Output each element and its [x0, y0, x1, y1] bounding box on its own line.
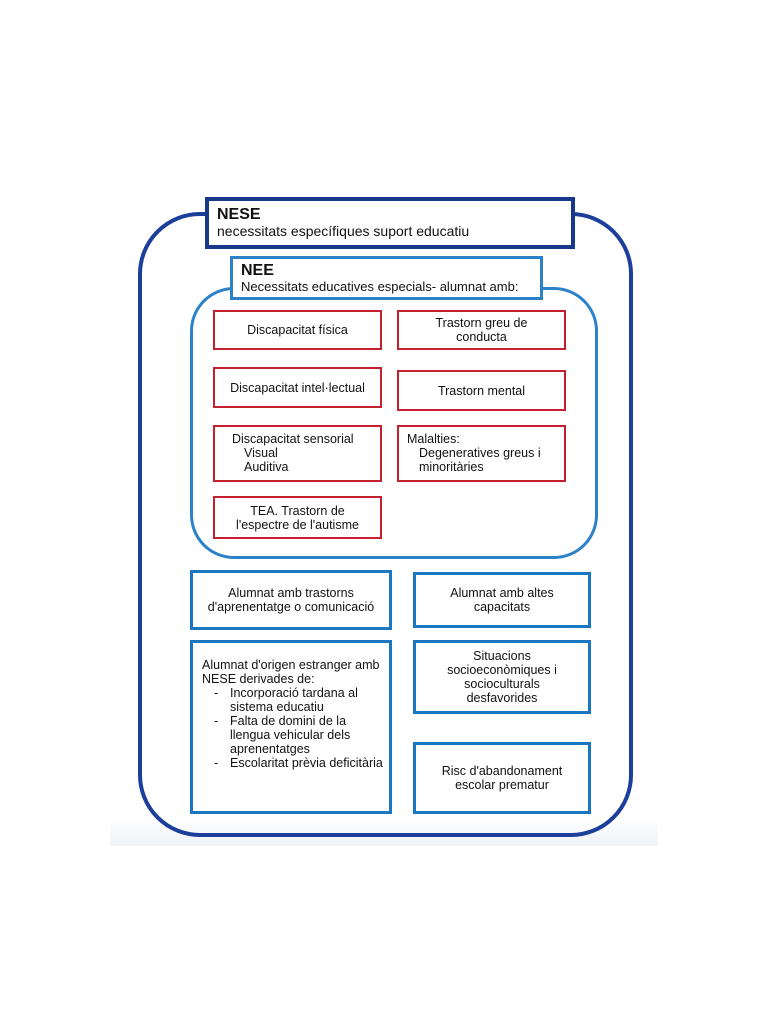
- alumnat-estranger-box: Alumnat d'origen estranger amb NESE deri…: [190, 640, 392, 814]
- nee-subtitle: Necessitats educatives especials- alumna…: [241, 279, 519, 294]
- tea-label: TEA. Trastorn de l'espectre de l'autisme: [236, 503, 359, 532]
- discapacitat-sensorial-label: Discapacitat sensorial: [232, 432, 354, 446]
- bottom-shadow: [110, 818, 658, 846]
- sensorial-visual-label: Visual: [244, 446, 278, 460]
- trastorns-aprenentatge-label: Alumnat amb trastorns d'aprenentatge o c…: [207, 586, 375, 614]
- situacions-socioeconomiques-box: Situacions socioeconòmiques i sociocultu…: [413, 640, 591, 714]
- malalties-box: Malalties: Degeneratives greus i minorit…: [397, 425, 566, 482]
- list-item: Escolaritat prèvia deficitària: [214, 756, 385, 770]
- trastorns-aprenentatge-box: Alumnat amb trastorns d'aprenentatge o c…: [190, 570, 392, 630]
- malalties-label: Malalties:: [407, 432, 460, 446]
- nese-title: NESE: [217, 206, 261, 223]
- risc-abandonament-box: Risc d'abandonament escolar prematur: [413, 742, 591, 814]
- trastorn-mental-label: Trastorn mental: [437, 383, 526, 398]
- nee-title-box: NEE Necessitats educatives especials- al…: [230, 256, 543, 300]
- nee-title: NEE: [241, 262, 274, 279]
- discapacitat-intellectual-box: Discapacitat intel·lectual: [213, 367, 382, 408]
- situacions-socioeconomiques-label: Situacions socioeconòmiques i sociocultu…: [447, 649, 557, 705]
- trastorn-mental-box: Trastorn mental: [397, 370, 566, 411]
- altes-capacitats-label: Alumnat amb altes capacitats: [450, 586, 554, 614]
- sensorial-auditiva-label: Auditiva: [244, 460, 289, 474]
- nese-subtitle: necessitats específiques suport educatiu: [217, 223, 470, 239]
- alumnat-estranger-list: Incorporació tardana al sistema educatiu…: [202, 686, 385, 770]
- discapacitat-fisica-label: Discapacitat física: [247, 323, 348, 337]
- trastorn-conducta-box: Trastorn greu de conducta: [397, 310, 566, 350]
- nese-title-box: NESE necessitats específiques suport edu…: [205, 197, 575, 249]
- malalties-sub-label: Degeneratives greus i minoritàries: [419, 446, 541, 474]
- discapacitat-intellectual-label: Discapacitat intel·lectual: [230, 380, 365, 395]
- risc-abandonament-label: Risc d'abandonament escolar prematur: [441, 764, 563, 792]
- discapacitat-sensorial-box: Discapacitat sensorial Visual Auditiva: [213, 425, 382, 482]
- discapacitat-fisica-box: Discapacitat física: [213, 310, 382, 350]
- altes-capacitats-box: Alumnat amb altes capacitats: [413, 572, 591, 628]
- list-item: Incorporació tardana al sistema educatiu: [214, 686, 385, 714]
- list-item: Falta de domini de la llengua vehicular …: [214, 714, 385, 756]
- trastorn-conducta-label: Trastorn greu de conducta: [435, 316, 528, 344]
- tea-box: TEA. Trastorn de l'espectre de l'autisme: [213, 496, 382, 539]
- alumnat-estranger-label: Alumnat d'origen estranger amb NESE deri…: [202, 658, 380, 686]
